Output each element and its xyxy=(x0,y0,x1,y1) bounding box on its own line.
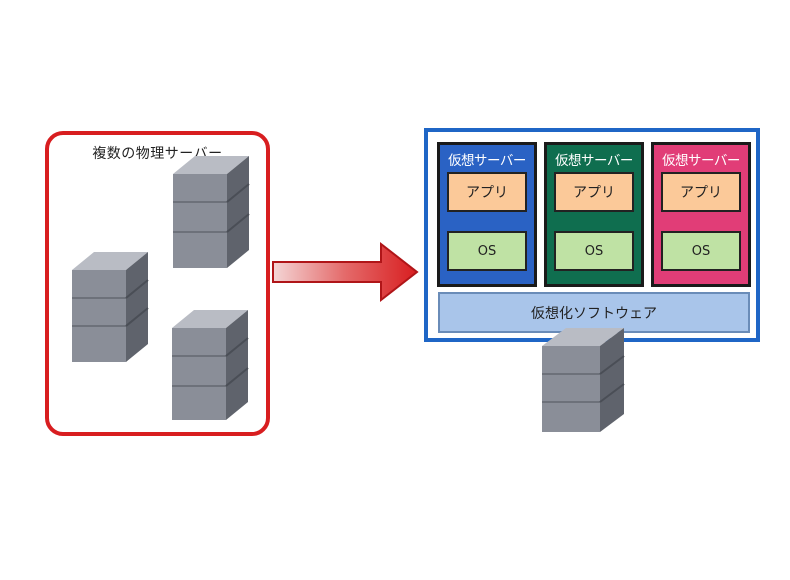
app-layer: アプリ xyxy=(554,172,634,212)
os-layer: OS xyxy=(661,231,741,271)
physical-servers-title: 複数の物理サーバー xyxy=(92,146,223,162)
server-icon xyxy=(542,328,625,432)
virtual-server: 仮想サーバー アプリ OS xyxy=(437,142,537,287)
virtualization-group: 仮想サーバー アプリ OS 仮想サーバー アプリ OS 仮想サーバー アプリ O… xyxy=(424,128,760,342)
server-icon xyxy=(173,156,250,268)
os-layer: OS xyxy=(554,231,634,271)
virtual-server: 仮想サーバー アプリ OS xyxy=(651,142,751,287)
os-layer: OS xyxy=(447,231,527,271)
virtualization-software-layer: 仮想化ソフトウェア xyxy=(438,292,750,333)
app-layer: アプリ xyxy=(447,172,527,212)
arrow-right-icon xyxy=(272,241,419,303)
virtual-server-title: 仮想サーバー xyxy=(662,153,740,169)
virtual-server-title: 仮想サーバー xyxy=(555,153,633,169)
server-icon xyxy=(172,310,249,420)
app-layer: アプリ xyxy=(661,172,741,212)
server-icon xyxy=(72,252,149,362)
virtual-server: 仮想サーバー アプリ OS xyxy=(544,142,644,287)
virtual-server-title: 仮想サーバー xyxy=(448,153,526,169)
